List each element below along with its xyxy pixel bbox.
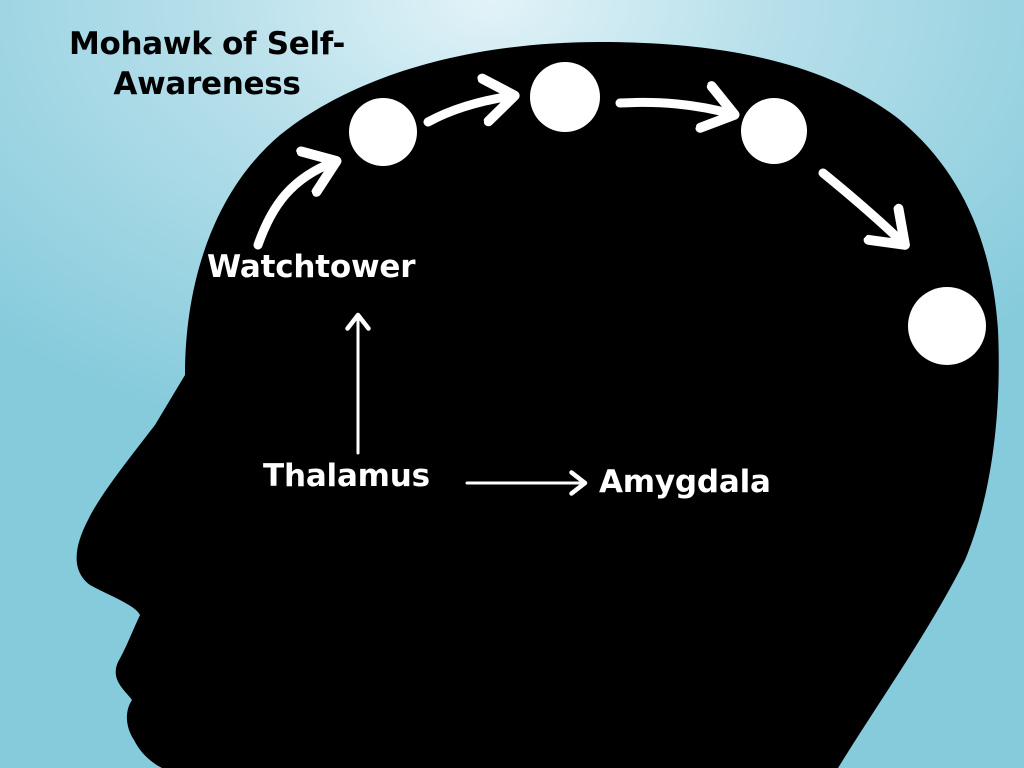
marker-circle-3 (741, 98, 807, 164)
pathway-arrows (345, 312, 588, 496)
awareness-markers (349, 62, 986, 365)
thalamus-label: Thalamus (263, 458, 430, 494)
diagram-title: Mohawk of Self-Awareness (68, 26, 346, 102)
arrow-icon-marker-2-to-marker-3 (615, 102, 732, 114)
marker-circle-1 (349, 98, 417, 166)
arrow-icon-watchtower-to-marker-1 (253, 162, 334, 250)
marker-circle-2 (530, 62, 600, 132)
arrow-icon-marker-1-to-marker-2 (423, 96, 512, 127)
marker-circle-4 (908, 287, 986, 365)
arrow-icon-marker-3-to-marker-4 (818, 168, 903, 243)
awareness-arrows (253, 96, 903, 250)
amygdala-label: Amygdala (599, 464, 771, 500)
head-silhouette-icon (76, 42, 999, 768)
watchtower-label: Watchtower (207, 249, 416, 285)
